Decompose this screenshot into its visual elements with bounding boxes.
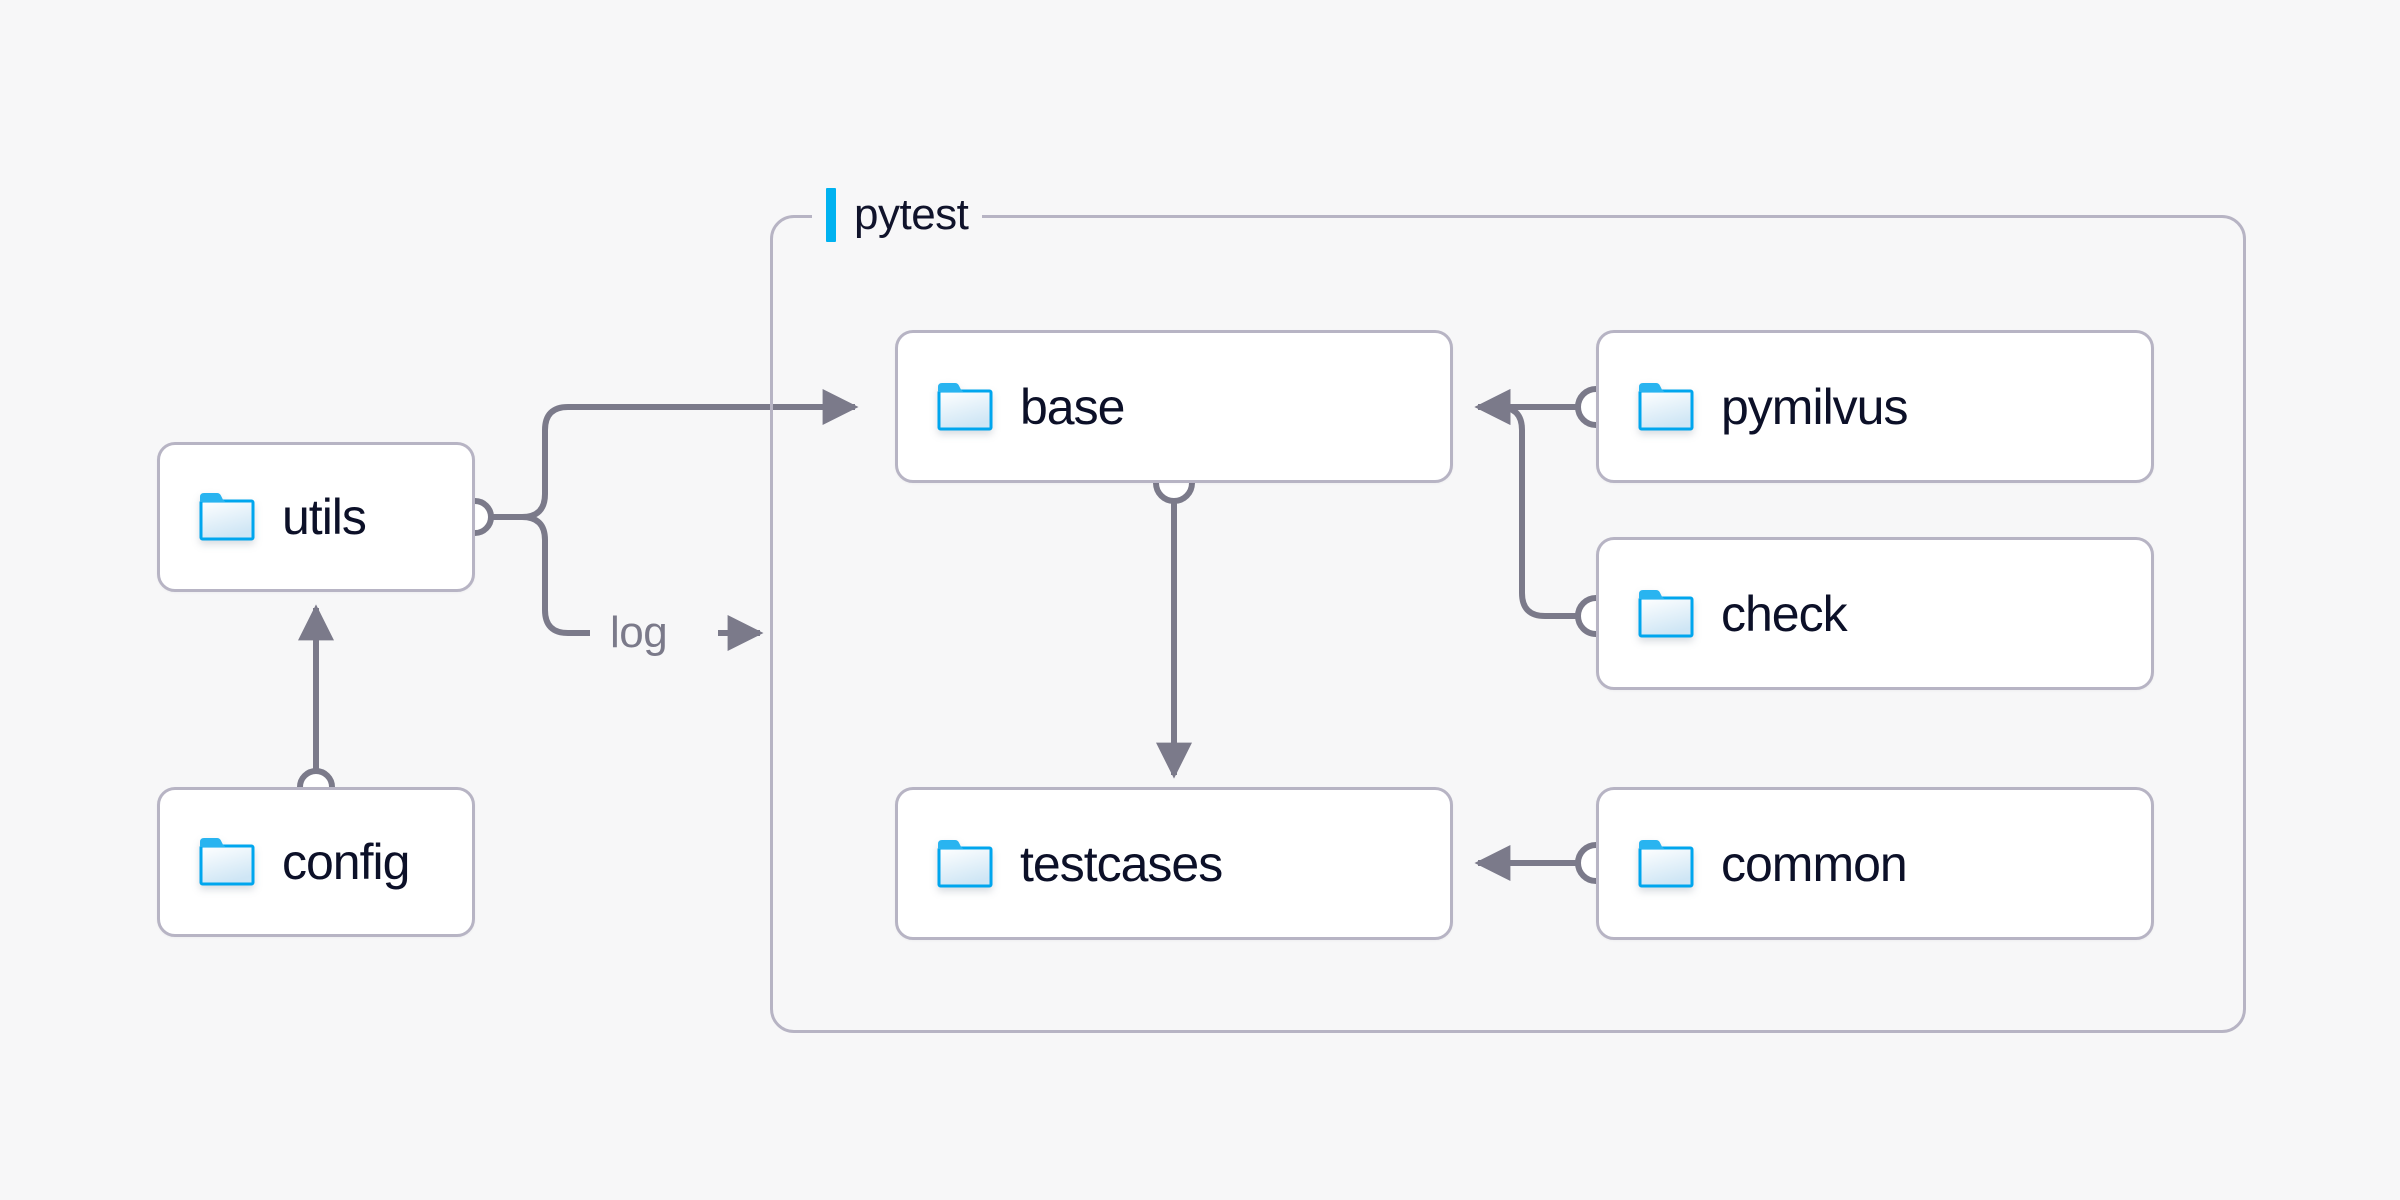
node-base[interactable]: base [895, 330, 1453, 483]
node-check[interactable]: check [1596, 537, 2154, 690]
folder-icon [199, 493, 255, 541]
edge-config-to-utils [297, 604, 335, 806]
folder-icon [1638, 382, 1694, 430]
group-container-pytest[interactable] [770, 215, 2246, 1033]
folder-icon [937, 382, 993, 430]
folder-icon [1638, 589, 1694, 637]
group-accent-bar [826, 188, 836, 242]
edge-label-log: log [600, 608, 678, 658]
node-label-base: base [1020, 378, 1125, 435]
folder-icon [1638, 839, 1694, 887]
node-label-config: config [282, 834, 410, 890]
node-config[interactable]: config [157, 787, 475, 937]
node-label-testcases: testcases [1020, 835, 1223, 892]
node-utils[interactable]: utils [157, 442, 475, 592]
node-testcases[interactable]: testcases [895, 787, 1453, 940]
node-label-utils: utils [282, 489, 367, 545]
edge-label-log-text: log [610, 608, 668, 657]
group-label-text: pytest [854, 190, 969, 239]
group-label-pytest: pytest [812, 186, 983, 244]
node-label-pymilvus: pymilvus [1721, 378, 1908, 435]
folder-icon [199, 838, 255, 886]
node-common[interactable]: common [1596, 787, 2154, 940]
node-pymilvus[interactable]: pymilvus [1596, 330, 2154, 483]
node-label-check: check [1721, 585, 1848, 642]
node-label-common: common [1721, 835, 1908, 892]
folder-icon [937, 839, 993, 887]
